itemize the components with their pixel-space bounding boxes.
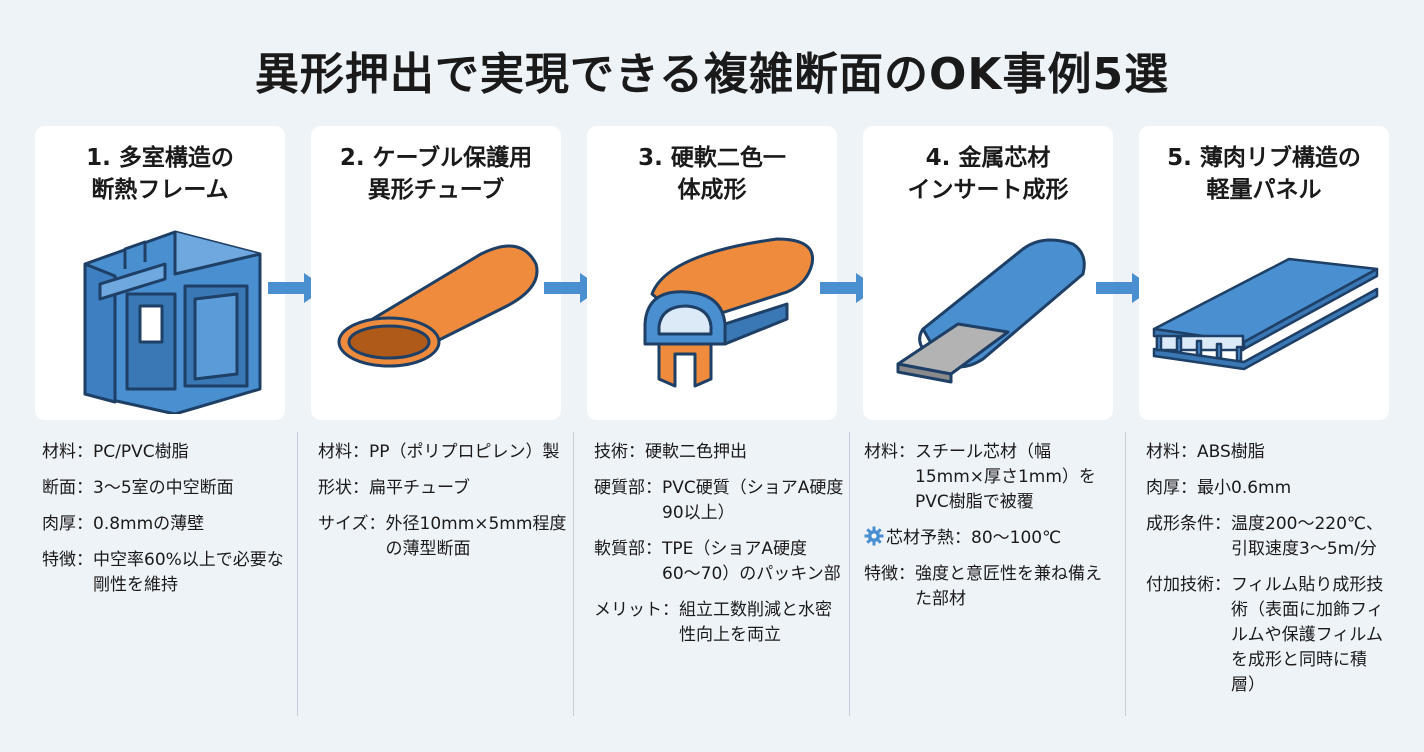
- case-details-2: 材料：PP（ポリプロピレン）製 形状：扁平チューブ サイズ：外径10mm×5mm…: [318, 440, 568, 573]
- detail-value: 強度と意匠性を兼ね備えた部材: [915, 564, 1102, 609]
- detail-key: 成形条件：: [1146, 514, 1231, 534]
- case-card-4: 4. 金属芯材 インサート成形: [863, 126, 1113, 420]
- metal-insert-profile-illustration: [896, 238, 1086, 384]
- column-divider: [849, 432, 850, 716]
- detail-value: PVC硬質（ショアA硬度90以上）: [662, 478, 844, 523]
- detail-key: サイズ：: [318, 514, 386, 534]
- detail-value: 3〜5室の中空断面: [93, 478, 234, 498]
- detail-row: 材料：スチール芯材（幅15mm×厚さ1mm）をPVC樹脂で被覆: [864, 440, 1114, 515]
- page-title: 異形押出で実現できる複雑断面のOK事例5選: [254, 49, 1170, 100]
- detail-row: 芯材予熱： 80〜100℃: [864, 526, 1114, 551]
- detail-value: 硬軟二色押出: [645, 442, 747, 462]
- case-title-2-line1: 2. ケーブル保護用: [339, 145, 533, 171]
- detail-key: 形状：: [318, 478, 369, 498]
- case-card-5: 5. 薄肉リブ構造の 軽量パネル: [1139, 126, 1389, 420]
- case-title-1-line2: 断熱フレーム: [91, 177, 229, 203]
- case-card-3: 3. 硬軟二色一 体成形: [587, 126, 837, 420]
- detail-row: 特徴：中空率60%以上で必要な剛性を維持: [42, 548, 292, 598]
- detail-value: フィルム貼り成形技術（表面に加飾フィルムや保護フィルムを成形と同時に積層）: [1231, 575, 1384, 695]
- case-title-4-line1: 4. 金属芯材: [925, 145, 1051, 171]
- detail-value: 組立工数削減と水密性向上を両立: [679, 600, 832, 645]
- detail-key-with-icon: 芯材予熱：: [864, 526, 971, 551]
- case-title-1-line1: 1. 多室構造の: [86, 145, 234, 171]
- case-details-3: 技術：硬軟二色押出 硬質部：PVC硬質（ショアA硬度90以上） 軟質部：TPE（…: [594, 440, 844, 659]
- detail-key: 断面：: [42, 478, 93, 498]
- case-title-3: 3. 硬軟二色一 体成形: [587, 142, 837, 206]
- column-divider: [1125, 432, 1126, 716]
- multi-chamber-frame-illustration: [83, 230, 262, 414]
- detail-row: 肉厚：最小0.6mm: [1146, 476, 1386, 501]
- ribbed-panel-illustration: [1152, 257, 1379, 371]
- case-title-2: 2. ケーブル保護用 異形チューブ: [311, 142, 561, 206]
- detail-key: 芯材予熱：: [886, 528, 971, 548]
- detail-row: 肉厚：0.8mmの薄壁: [42, 512, 292, 537]
- case-card-1: 1. 多室構造の 断熱フレーム: [35, 126, 285, 420]
- detail-row: 硬質部：PVC硬質（ショアA硬度90以上）: [594, 476, 844, 526]
- detail-key: メリット：: [594, 600, 679, 620]
- detail-row: 形状：扁平チューブ: [318, 476, 568, 501]
- detail-value: 0.8mmの薄壁: [93, 514, 205, 534]
- detail-key: 肉厚：: [1146, 478, 1197, 498]
- gear-icon: [864, 526, 884, 546]
- case-title-1: 1. 多室構造の 断熱フレーム: [35, 142, 285, 206]
- detail-value: ABS樹脂: [1197, 442, 1265, 462]
- detail-row: 断面：3〜5室の中空断面: [42, 476, 292, 501]
- detail-value: スチール芯材（幅15mm×厚さ1mm）をPVC樹脂で被覆: [915, 442, 1096, 512]
- detail-value: 外径10mm×5mm程度の薄型断面: [385, 514, 567, 559]
- detail-value: 中空率60%以上で必要な剛性を維持: [93, 550, 284, 595]
- detail-value: 温度200〜220℃、引取速度3〜5m/分: [1231, 514, 1383, 559]
- detail-row: 材料：PC/PVC樹脂: [42, 440, 292, 465]
- detail-key: 硬質部：: [594, 478, 662, 498]
- detail-key: 材料：: [318, 442, 369, 462]
- detail-row: 材料：PP（ポリプロピレン）製: [318, 440, 568, 465]
- detail-key: 肉厚：: [42, 514, 93, 534]
- case-title-5-line1: 5. 薄肉リブ構造の: [1167, 145, 1361, 171]
- detail-value: PP（ポリプロピレン）製: [369, 442, 560, 462]
- detail-key: 特徴：: [42, 550, 93, 570]
- dual-hardness-profile-illustration: [643, 237, 815, 388]
- case-title-5: 5. 薄肉リブ構造の 軽量パネル: [1139, 142, 1389, 206]
- case-title-3-line2: 体成形: [677, 177, 747, 203]
- detail-row: 付加技術：フィルム貼り成形技術（表面に加飾フィルムや保護フィルムを成形と同時に積…: [1146, 573, 1386, 698]
- detail-value: 最小0.6mm: [1197, 478, 1292, 498]
- detail-row: 軟質部：TPE（ショアA硬度60〜70）のパッキン部: [594, 537, 844, 587]
- detail-value: 80〜100℃: [971, 528, 1062, 548]
- flat-tube-illustration: [337, 244, 539, 368]
- detail-key: 技術：: [594, 442, 645, 462]
- detail-key: 特徴：: [864, 564, 915, 584]
- detail-key: 材料：: [1146, 442, 1197, 462]
- detail-row: 成形条件：温度200〜220℃、引取速度3〜5m/分: [1146, 512, 1386, 562]
- case-details-5: 材料：ABS樹脂 肉厚：最小0.6mm 成形条件：温度200〜220℃、引取速度…: [1146, 440, 1386, 709]
- detail-key: 軟質部：: [594, 539, 662, 559]
- detail-row: 特徴：強度と意匠性を兼ね備えた部材: [864, 562, 1114, 612]
- case-card-2: 2. ケーブル保護用 異形チューブ: [311, 126, 561, 420]
- column-divider: [297, 432, 298, 716]
- case-details-4: 材料：スチール芯材（幅15mm×厚さ1mm）をPVC樹脂で被覆 芯材予熱： 80…: [864, 440, 1114, 623]
- detail-value: TPE（ショアA硬度60〜70）のパッキン部: [662, 539, 841, 584]
- case-title-4: 4. 金属芯材 インサート成形: [863, 142, 1113, 206]
- detail-key: 材料：: [42, 442, 93, 462]
- case-title-4-line2: インサート成形: [907, 177, 1069, 203]
- detail-key: 付加技術：: [1146, 575, 1231, 595]
- column-divider: [573, 432, 574, 716]
- case-title-2-line2: 異形チューブ: [367, 177, 505, 203]
- detail-value: PC/PVC樹脂: [93, 442, 189, 462]
- case-details-1: 材料：PC/PVC樹脂 断面：3〜5室の中空断面 肉厚：0.8mmの薄壁 特徴：…: [42, 440, 292, 609]
- case-title-5-line2: 軽量パネル: [1206, 177, 1322, 203]
- detail-key: 材料：: [864, 442, 915, 462]
- detail-value: 扁平チューブ: [369, 478, 470, 498]
- detail-row: 材料：ABS樹脂: [1146, 440, 1386, 465]
- case-title-3-line1: 3. 硬軟二色一: [638, 145, 786, 171]
- detail-row: メリット：組立工数削減と水密性向上を両立: [594, 598, 844, 648]
- detail-row: 技術：硬軟二色押出: [594, 440, 844, 465]
- detail-row: サイズ：外径10mm×5mm程度の薄型断面: [318, 512, 568, 562]
